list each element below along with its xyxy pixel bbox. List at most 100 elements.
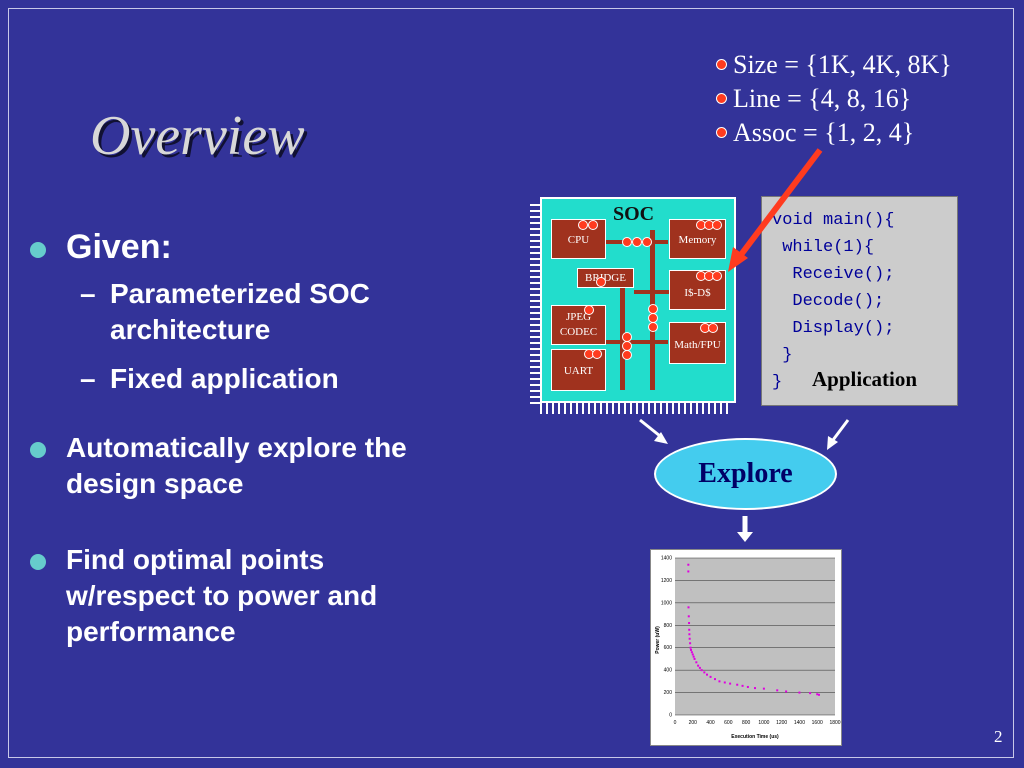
arrow-head [827,436,838,450]
arrow-app-to-explore [831,419,850,441]
y-tick-label: 0 [669,713,672,719]
chart-svg: 0 200 400 600 800 1000 1200 1400 0 200 400 600 800 10… [655,556,841,741]
arrow-soc-to-explore [639,418,661,438]
data-point [693,657,696,660]
config-dot [716,93,727,104]
slide-frame [8,8,1014,758]
explore-label: Explore [698,458,793,489]
y-tick-label: 1000 [661,600,672,606]
y-tick-label: 1400 [661,556,672,562]
application-code-box: void main(){ while(1){ Receive(); Decode… [761,196,958,406]
data-point [709,675,712,678]
data-point [714,678,716,681]
connector-dot [578,220,588,230]
bus-horizontal-low [606,340,668,344]
x-tick-label: 1600 [812,720,823,726]
bullet-optimal-line1: Find optimal points [66,544,325,575]
data-point [687,563,690,566]
data-point [687,615,690,618]
data-point [698,666,701,669]
data-point [687,570,690,573]
sub-bullet-soc: Parameterized SOC [110,278,370,309]
data-point [688,633,691,636]
connector-dot [712,220,722,230]
data-point [776,689,779,692]
code-line: Decode(); [772,292,885,311]
red-arrow-head [728,247,748,272]
dash: – [80,278,96,309]
x-tick-label: 0 [674,720,677,726]
data-point [692,655,695,658]
bullet-dot [30,554,46,570]
soc-pins-left [530,200,540,404]
slide-title: Overview [90,105,305,167]
data-point [697,664,700,667]
data-point [723,681,726,684]
data-point [718,680,721,683]
data-point [816,693,819,696]
connector-dot [648,322,658,332]
connector-dot [642,237,652,247]
code-line: Receive(); [772,265,895,284]
bus-horizontal-mid [634,290,670,294]
y-tick-label: 200 [664,690,673,696]
connector-dot [632,237,642,247]
data-point [690,648,692,651]
bullet-given: Given: [66,228,172,266]
sub-bullet-app: Fixed application [110,363,339,394]
data-point [741,684,744,687]
data-point [703,671,706,674]
bullet-dot [30,442,46,458]
connector-dot [588,220,598,230]
code-line: Display(); [772,319,895,338]
application-label: Application [812,367,918,391]
dash: – [80,363,96,394]
x-tick-label: 1800 [829,720,840,726]
bullet-dot [30,242,46,258]
arrow-head [654,432,668,444]
x-tick-label: 800 [742,720,751,726]
bullet-explore-line1: Automatically explore the [66,432,407,463]
page-number: 2 [994,727,1003,746]
x-tick-label: 400 [706,720,715,726]
data-point [688,622,691,625]
plot-area [675,558,835,715]
config-dot [716,127,727,138]
data-point [818,693,820,696]
data-point [689,646,692,649]
data-point [809,692,812,695]
config-size: Size = {1K, 4K, 8K} [733,50,952,79]
power-performance-chart: 0 200 400 600 800 1000 1200 1400 0 200 400 600 800 10… [650,549,842,746]
red-arrow-shaft [737,148,823,258]
code-line: } [772,373,783,392]
data-point [695,661,698,664]
x-tick-label: 200 [689,720,698,726]
arrow-head [737,532,753,542]
y-tick-label: 400 [664,668,673,674]
data-point [690,651,693,654]
x-tick-label: 600 [724,720,733,726]
y-tick-label: 600 [664,645,673,651]
data-point [688,628,691,631]
connector-dot [596,277,606,287]
connector-dot [622,237,632,247]
data-point [706,673,708,676]
data-point [689,642,692,645]
code-line: } [772,346,793,365]
connector-dot [622,350,632,360]
y-tick-label: 800 [664,623,673,629]
x-tick-label: 1000 [758,720,769,726]
data-point [736,683,739,686]
y-tick-label: 1200 [661,578,672,584]
bridge-block: BRIDGE [577,268,634,288]
explore-ellipse: Explore [654,438,837,510]
connector-dot [584,305,594,315]
data-point [746,685,749,688]
code-line: void main(){ [772,211,895,230]
x-tick-label: 1400 [794,720,805,726]
bullet-optimal-line2: w/respect to power and [66,580,378,611]
uart-block: UART [551,349,606,391]
x-tick-label: 1200 [776,720,787,726]
config-dot [716,59,727,70]
